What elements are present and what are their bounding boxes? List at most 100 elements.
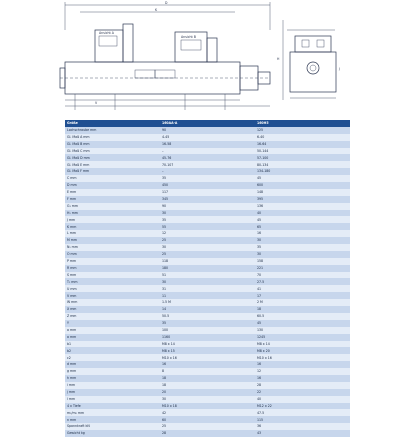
value-cell: M10 x 18	[160, 402, 255, 410]
value-cell: 11	[160, 292, 255, 300]
value-cell: 65	[255, 223, 350, 231]
row-label-cell: D mm	[65, 182, 160, 189]
value-cell: 55	[160, 223, 255, 231]
row-label-cell: G₁ mm	[65, 202, 160, 210]
row-label-cell: F mm	[65, 195, 160, 203]
row-label-cell: m₁/m₂ mm	[65, 409, 160, 417]
value-cell: 117	[160, 188, 255, 196]
value-cell: 16	[160, 361, 255, 369]
value-cell: 90	[160, 202, 255, 210]
value-cell: 45-76	[160, 154, 255, 162]
value-cell: 12	[160, 230, 255, 238]
row-label-cell: i mm	[65, 381, 160, 389]
row-label-cell: K mm	[65, 223, 160, 231]
value-cell: 60	[160, 416, 255, 424]
value-cell: 42	[160, 409, 255, 417]
value-cell: 6-40	[255, 133, 350, 141]
value-cell: 50.5	[160, 312, 255, 320]
value-cell: 1160	[160, 333, 255, 341]
value-cell: 221	[255, 264, 350, 272]
value-cell: 345	[160, 195, 255, 203]
dimension-label-k: K	[155, 8, 158, 12]
value-cell: 2 M	[255, 299, 350, 307]
value-cell: 25	[160, 237, 255, 245]
value-cell: 180	[160, 264, 255, 272]
value-cell: 45	[255, 175, 350, 183]
value-cell: 118	[160, 257, 255, 265]
row-label-cell: P mm	[65, 257, 160, 265]
value-cell: –	[160, 168, 255, 176]
row-label-cell: b2	[65, 347, 160, 355]
value-cell: 22	[255, 388, 350, 396]
value-cell: 57-100	[255, 154, 350, 162]
vise-side-view: D K Ansicht A Ansicht B V	[59, 1, 271, 110]
value-cell: M12 x 22	[255, 402, 350, 410]
value-cell: 50-144	[255, 147, 350, 155]
value-cell: 70-107	[160, 161, 255, 169]
row-label-cell: Gl. Maß D mm	[65, 154, 160, 162]
value-cell: 25	[160, 423, 255, 431]
value-cell: 16-64	[255, 140, 350, 148]
value-cell: 30	[160, 395, 255, 403]
value-cell: 30	[255, 237, 350, 245]
value-cell: 51	[160, 271, 255, 279]
value-cell: 18	[255, 306, 350, 313]
view-a-label: Ansicht A	[99, 31, 115, 35]
row-label-cell: S mm	[65, 271, 160, 279]
row-label-cell: V mm	[65, 292, 160, 300]
dimension-label-d: D	[165, 1, 168, 5]
value-cell: –	[160, 147, 255, 155]
row-label-cell: a mm	[65, 326, 160, 334]
value-cell: 35	[160, 319, 255, 327]
row-label-cell: Lochschraube mm	[65, 126, 160, 134]
row-label-cell: T₁ mm	[65, 278, 160, 286]
row-label-cell: L mm	[65, 230, 160, 238]
value-cell: 40	[255, 209, 350, 217]
row-label-cell: g mm	[65, 368, 160, 375]
value-cell: 130	[255, 326, 350, 334]
value-cell: 16	[255, 230, 350, 238]
value-cell: M10 x 16	[160, 354, 255, 362]
value-cell: 16-58	[160, 140, 255, 148]
value-cell: 100	[160, 326, 255, 334]
value-cell: 134-180	[255, 168, 350, 176]
row-label-cell: Gl. Maß E mm	[65, 161, 160, 169]
value-cell: 20	[160, 388, 255, 396]
row-label-cell: Gl. Maß A mm	[65, 133, 160, 141]
row-label-cell: U mm	[65, 285, 160, 293]
row-label-cell: c2	[65, 354, 160, 362]
value-cell: 45	[255, 319, 350, 327]
dimension-label-j: J	[338, 67, 340, 71]
table-row: Gl. Maß F mm–134-180	[65, 168, 350, 176]
row-label-cell: W mm	[65, 299, 160, 307]
value-cell: 18	[160, 374, 255, 382]
row-label-cell: O mm	[65, 250, 160, 258]
value-cell: 28	[255, 381, 350, 389]
value-cell: 90	[160, 126, 255, 134]
value-cell: 35	[160, 216, 255, 224]
row-label-cell: R mm	[65, 264, 160, 272]
row-label-cell: j mm	[65, 388, 160, 396]
row-label-cell: 4 x Tiefe	[65, 402, 160, 410]
